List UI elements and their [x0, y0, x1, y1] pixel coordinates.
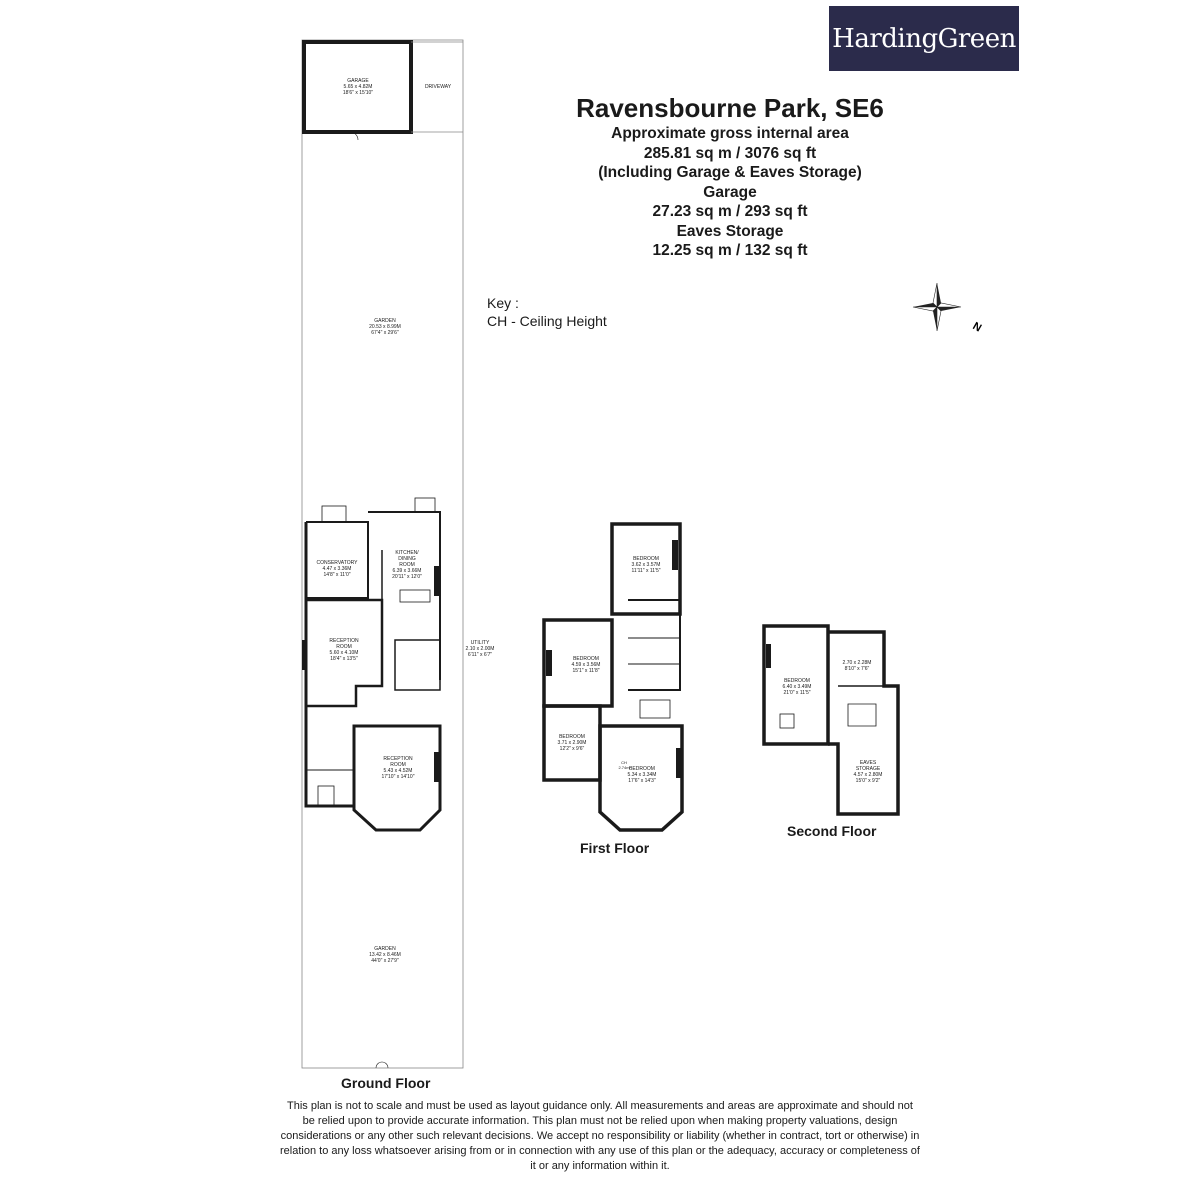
room-utility: UTILITY 2.10 x 2.00M 6'11" x 6'7" [460, 640, 500, 658]
room-driveway-name: DRIVEWAY [424, 84, 452, 90]
room-kitchen: KITCHEN/ DINING ROOM 6.39 x 3.66M 20'11"… [384, 550, 430, 580]
room-utility-name: UTILITY [470, 640, 490, 646]
room-garden-rear-metric: 20.53 x 8.99M [369, 324, 401, 330]
compass-icon [912, 282, 962, 332]
room-ff-bedroom-front: BEDROOM 5.34 x 3.34M 17'6" x 14'3" [610, 766, 674, 784]
room-reception-2: RECEPTION ROOM 5.43 x 4.52M 17'10" x 14'… [364, 756, 432, 780]
second-floor-plan [762, 624, 900, 816]
room-sf-small-imperial: 8'10" x 7'6" [844, 666, 870, 672]
brand-logo: HardingGreen [829, 6, 1019, 71]
room-reception-2-imperial: 17'10" x 14'10" [381, 774, 415, 780]
room-garden-rear: GARDEN 20.53 x 8.99M 67'4" x 29'6" [345, 318, 425, 336]
room-ff-bedroom-front-metric: 5.34 x 3.34M [627, 772, 657, 778]
room-ff-bedroom-small-metric: 3.71 x 2.90M [557, 740, 587, 746]
room-ff-bedroom-top-metric: 3.62 x 3.57M [631, 562, 661, 568]
room-ff-bedroom-top: BEDROOM 3.62 x 3.57M 11'11" x 11'5" [616, 556, 676, 574]
room-ff-bedroom-mid-metric: 4.59 x 3.56M [571, 662, 601, 668]
room-reception-1-name-2: ROOM [336, 644, 352, 650]
property-title: Ravensbourne Park, SE6 [576, 93, 884, 123]
ceiling-height-value: 2.74m [618, 765, 630, 770]
room-kitchen-name-1: KITCHEN/ [395, 550, 419, 556]
room-sf-eaves-metric: 4.57 x 2.80M [853, 772, 883, 778]
room-reception-2-metric: 5.43 x 4.52M [383, 768, 413, 774]
room-driveway: DRIVEWAY [413, 84, 463, 90]
compass-north-label: N [971, 320, 984, 334]
room-garden-front-metric: 13.42 x 8.46M [369, 952, 401, 958]
room-ff-bedroom-top-name: BEDROOM [633, 556, 659, 562]
eaves-area: 12.25 sq m / 132 sq ft [652, 242, 808, 259]
key-heading: Key : [487, 295, 519, 311]
room-ff-bedroom-small-imperial: 12'2" x 9'6" [559, 746, 585, 752]
room-ff-bedroom-mid: BEDROOM 4.59 x 3.56M 15'1" x 11'8" [556, 656, 616, 674]
room-sf-bedroom: BEDROOM 6.40 x 3.49M 21'0" x 11'5" [770, 678, 824, 696]
ground-floor-label: Ground Floor [341, 1075, 431, 1091]
room-conservatory-metric: 4.47 x 3.36M [322, 566, 352, 572]
eaves-heading: Eaves Storage [676, 222, 784, 240]
room-ff-bedroom-small: BEDROOM 3.71 x 2.90M 12'2" x 9'6" [546, 734, 598, 752]
room-ff-bedroom-mid-name: BEDROOM [573, 656, 599, 662]
room-garden-front: GARDEN 13.42 x 8.46M 44'0" x 27'9" [345, 946, 425, 964]
room-reception-1: RECEPTION ROOM 5.60 x 4.10M 18'4" x 13'5… [312, 638, 376, 662]
room-reception-2-name-2: ROOM [390, 762, 406, 768]
room-kitchen-imperial: 20'11" x 12'0" [392, 574, 422, 580]
room-reception-1-imperial: 18'4" x 13'5" [330, 656, 358, 662]
ground-floor-plan [301, 39, 464, 1069]
room-kitchen-name-3: ROOM [399, 562, 415, 568]
key-legend: Key : CH - Ceiling Height [487, 294, 607, 330]
key-item-ceiling-height: CH - Ceiling Height [487, 313, 607, 329]
room-ff-bedroom-small-name: BEDROOM [559, 734, 585, 740]
room-kitchen-metric: 6.39 x 3.66M [392, 568, 422, 574]
room-utility-metric: 2.10 x 2.00M [465, 646, 495, 652]
room-ff-bedroom-front-imperial: 17'6" x 14'3" [628, 778, 656, 784]
room-garden-front-imperial: 44'0" x 27'9" [371, 958, 399, 964]
room-garden-rear-imperial: 67'4" x 29'6" [371, 330, 399, 336]
room-sf-bedroom-metric: 6.40 x 3.49M [782, 684, 812, 690]
total-area: 285.81 sq m / 3076 sq ft [643, 144, 817, 162]
room-garden-front-name: GARDEN [374, 946, 396, 952]
room-ff-bedroom-top-imperial: 11'11" x 11'5" [631, 568, 661, 574]
room-reception-1-name-1: RECEPTION [329, 638, 359, 644]
garage-heading: Garage [703, 183, 757, 201]
room-garage-name: GARAGE [347, 78, 369, 84]
first-floor-label: First Floor [580, 840, 650, 856]
room-sf-bedroom-name: BEDROOM [784, 678, 810, 684]
room-sf-small: 2.70 x 2.28M 8'10" x 7'6" [832, 660, 882, 672]
room-sf-eaves-name-1: EAVES [859, 760, 877, 766]
room-conservatory-imperial: 14'8" x 11'0" [323, 572, 351, 578]
area-heading: Approximate gross internal area [611, 125, 849, 142]
room-kitchen-name-2: DINING [398, 556, 416, 562]
ceiling-height-note: CH 2.74m [612, 760, 636, 770]
room-sf-eaves-imperial: 15'0" x 9'2" [855, 778, 881, 784]
room-sf-bedroom-imperial: 21'0" x 11'5" [783, 690, 811, 696]
disclaimer-text: This plan is not to scale and must be us… [280, 1100, 920, 1172]
room-reception-1-metric: 5.60 x 4.10M [329, 650, 359, 656]
room-utility-imperial: 6'11" x 6'7" [467, 652, 493, 658]
ceiling-height-label: CH [621, 760, 627, 765]
room-sf-eaves: EAVES STORAGE 4.57 x 2.80M 15'0" x 9'2" [842, 760, 894, 784]
room-garage-metric: 5.65 x 4.82M [343, 84, 373, 90]
room-sf-small-metric: 2.70 x 2.28M [842, 660, 872, 666]
second-floor-label: Second Floor [787, 823, 877, 839]
room-garage: GARAGE 5.65 x 4.82M 18'6" x 15'10" [318, 78, 398, 96]
garage-area: 27.23 sq m / 293 sq ft [652, 203, 808, 220]
title-block: Ravensbourne Park, SE6 Approximate gross… [530, 92, 930, 261]
brand-logo-text: HardingGreen [832, 23, 1016, 54]
room-ff-bedroom-front-name: BEDROOM [629, 766, 655, 772]
room-ff-bedroom-mid-imperial: 15'1" x 11'8" [572, 668, 600, 674]
room-conservatory: CONSERVATORY 4.47 x 3.36M 14'8" x 11'0" [308, 560, 366, 578]
room-conservatory-name: CONSERVATORY [316, 560, 358, 566]
room-sf-eaves-name-2: STORAGE [855, 766, 881, 772]
first-floor-plan [542, 522, 684, 832]
room-garden-rear-name: GARDEN [374, 318, 396, 324]
area-inclusion-note: (Including Garage & Eaves Storage) [598, 164, 862, 181]
room-garage-imperial: 18'6" x 15'10" [342, 90, 374, 96]
room-reception-2-name-1: RECEPTION [383, 756, 413, 762]
